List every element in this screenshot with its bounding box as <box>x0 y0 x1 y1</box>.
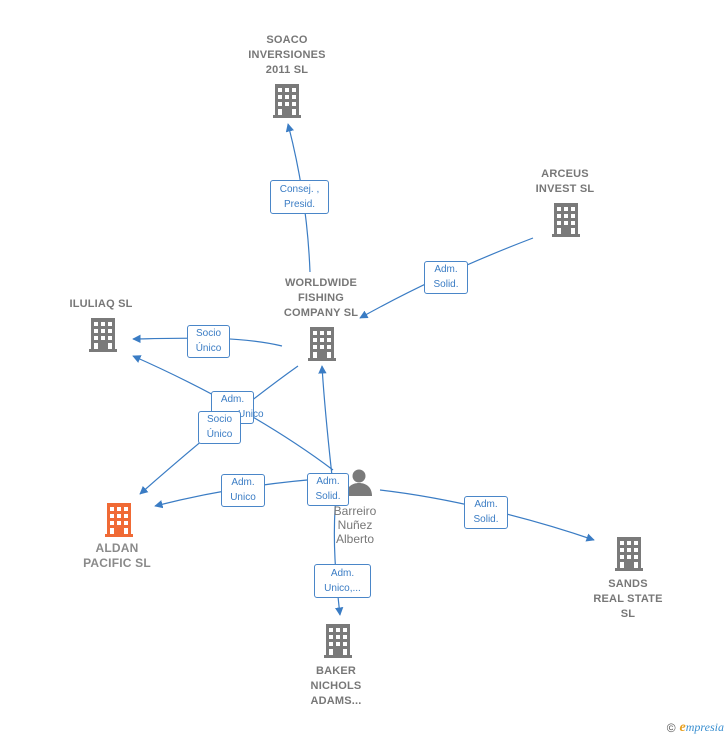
edge-person-worldwide <box>318 365 334 486</box>
node-label-worldwide[interactable]: WORLDWIDE FISHING COMPANY SL <box>283 277 359 319</box>
building-icon-aldan[interactable] <box>105 503 133 537</box>
relation-label-adm-unico-aldan[interactable]: Adm. Unico <box>221 474 265 507</box>
person-icon[interactable] <box>346 468 372 496</box>
building-icon-baker[interactable] <box>324 624 352 658</box>
node-label-baker[interactable]: BAKER NICHOLS ADAMS... <box>310 665 362 707</box>
building-icon-iluliaq[interactable] <box>89 318 117 352</box>
node-label-soaco[interactable]: SOACO INVERSIONES 2011 SL <box>248 34 326 76</box>
empresia-logo: empresia <box>679 720 724 735</box>
node-label-person[interactable]: Barreiro Nuñez Alberto <box>333 504 377 546</box>
relation-label-socio-unico-iluliaq[interactable]: Socio Único <box>187 325 230 358</box>
building-icon-sands[interactable] <box>615 537 643 571</box>
building-icon-worldwide[interactable] <box>308 327 336 361</box>
relation-label-socio-unico-aldan[interactable]: Socio Único <box>198 411 241 444</box>
relation-label-adm-unico-baker[interactable]: Adm. Unico,... <box>314 564 371 598</box>
building-icon-soaco[interactable] <box>273 84 301 118</box>
node-label-sands[interactable]: SANDS REAL STATE SL <box>593 578 663 620</box>
node-label-arceus[interactable]: ARCEUS INVEST SL <box>535 168 595 195</box>
empresia-watermark: © empresia <box>667 720 724 736</box>
relation-label-consej-presid[interactable]: Consej. , Presid. <box>270 180 329 214</box>
node-label-aldan[interactable]: ALDAN PACIFIC SL <box>83 541 151 570</box>
node-label-iluliaq[interactable]: ILULIAQ SL <box>69 298 133 310</box>
copyright-icon: © <box>666 721 676 735</box>
relation-label-adm-solid-sands[interactable]: Adm. Solid. <box>464 496 508 529</box>
relation-label-adm-solid-arceus[interactable]: Adm. Solid. <box>424 261 468 294</box>
building-icon-arceus[interactable] <box>552 203 580 237</box>
relation-label-adm-solid-worldwide[interactable]: Adm. Solid. <box>307 473 349 506</box>
edge-person-baker <box>333 495 344 616</box>
